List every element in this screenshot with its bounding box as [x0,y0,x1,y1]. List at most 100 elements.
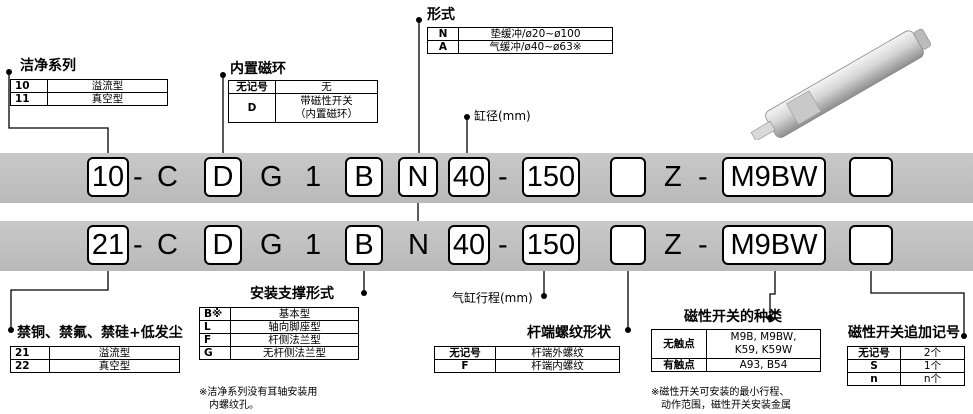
table-row: D 带磁性开关 （内置磁环） [228,93,378,123]
table-cell: 杆端内螺纹 [495,359,620,373]
leader-switch [769,264,776,318]
mounting-title: 安装支撑形式 [250,286,334,302]
dash-3: - [698,161,708,193]
table-row: 无记号 无 [228,80,378,94]
dash-2b: - [498,229,508,261]
table-cell: 溢流型 [47,79,168,93]
dash-1b: - [133,229,143,261]
magnet-desc-line1: 带磁性开关 [300,95,353,107]
table-row: S 1个 [847,359,965,373]
table-cell: 11 [10,92,48,106]
table-cell: S [847,359,901,373]
table-cell: G [199,346,231,360]
switch-desc-line1: M9B, M9BW, [730,331,797,343]
form-title: 形式 [427,7,455,23]
mounting-note-line2: 内螺纹孔。 [209,400,259,411]
dash-3b: - [698,229,708,261]
bore-label: 缸径(mm) [474,109,531,123]
z-letter: Z [664,161,682,193]
table-cell: N [427,27,459,41]
leader-copper [10,264,109,330]
dash-1: - [133,161,143,193]
switch-suffix-title: 磁性开关追加记号 [848,325,960,341]
table-row: N 垫缓冲/ø20~ø100 [427,27,613,41]
table-cell: 22 [10,359,50,373]
magnet-code-box: D [204,157,242,197]
switch-suffix-table: 无记号 2个 S 1个 n n个 [847,346,965,386]
table-cell: 无杆侧法兰型 [230,346,359,360]
table-cell: 2个 [900,346,965,360]
table-row: B※ 基本型 [199,307,359,321]
table-row: G 无杆侧法兰型 [199,346,359,360]
table-cell: 真空型 [47,92,168,106]
table-cell: 10 [10,79,48,93]
bore-code-box-2: 40 [448,225,490,265]
magnet-code-box-2: D [204,225,242,265]
table-cell: 1个 [900,359,965,373]
switch-desc-line2: K59, K59W [734,344,793,356]
table-cell: 垫缓冲/ø20~ø100 [458,27,613,41]
table-row: 有触点 A93, B54 [651,358,821,372]
switch-type-table: 无触点 M9B, M9BW, K59, K59W 有触点 A93, B54 [651,329,821,372]
magnet-title: 内置磁环 [230,61,286,77]
table-cell: 无记号 [847,346,901,360]
c-letter: C [157,161,178,193]
rod-thread-code-box [610,157,646,197]
table-cell: 无 [275,80,378,94]
table-cell: 无触点 [651,329,707,359]
table-cell: A93, B54 [706,358,821,372]
table-row: 22 真空型 [10,359,180,373]
table-row: 无记号 杆端外螺纹 [434,346,620,360]
table-row: 10 溢流型 [10,79,168,93]
table-cell: 气缓冲/ø40~ø63※ [458,40,613,54]
switch-suffix-box-2 [849,225,893,265]
rod-thread-title: 杆端螺纹形状 [527,325,611,341]
form-n-fixed: N [408,229,429,261]
table-cell: 无记号 [228,80,276,94]
one-digit-2: 1 [305,229,322,261]
form-table: N 垫缓冲/ø20~ø100 A 气缓冲/ø40~ø63※ [427,27,613,54]
table-cell: 杆端外螺纹 [495,346,620,360]
magnet-desc-line2: （内置磁环） [295,108,358,120]
copper-free-table: 21 溢流型 22 真空型 [10,346,180,373]
copper-free-title: 禁铜、禁氟、禁硅+低发尘 [17,325,183,341]
table-cell: n [847,372,901,386]
table-row: L 轴向脚座型 [199,320,359,334]
table-cell: 真空型 [49,359,180,373]
form-code-box: N [398,157,438,197]
z-letter-2: Z [664,229,682,261]
one-digit: 1 [305,161,322,193]
table-cell: 21 [10,346,50,360]
mounting-code-box-2: B [345,225,383,265]
table-row: F 杆端内螺纹 [434,359,620,373]
table-cell: L [199,320,231,334]
switch-note-line2: 动作范围，磁性开关安装金属 [661,400,791,411]
table-row: 无触点 M9B, M9BW, K59, K59W [651,329,821,359]
table-cell: F [434,359,496,373]
mounting-code-box: B [345,157,383,197]
leader-suffix [870,264,965,336]
table-cell: B※ [199,307,231,321]
switch-suffix-box [849,157,893,197]
table-cell: 无记号 [434,346,496,360]
dash-2: - [498,161,508,193]
table-row: 无记号 2个 [847,346,965,360]
switch-type-title: 磁性开关的种类 [684,309,782,325]
mounting-table: B※ 基本型 L 轴向脚座型 F 杆侧法兰型 G 无杆侧法兰型 [199,307,359,360]
table-cell: 轴向脚座型 [230,320,359,334]
series-code-box: 10 [87,157,129,197]
table-cell: 杆侧法兰型 [230,333,359,347]
g-letter-2: G [260,229,283,261]
g-letter: G [260,161,283,193]
table-row: 21 溢流型 [10,346,180,360]
table-row: F 杆侧法兰型 [199,333,359,347]
stroke-code-box: 150 [522,157,580,197]
table-cell: n个 [900,372,965,386]
table-cell: 溢流型 [49,346,180,360]
cylinder-product-image [750,28,931,140]
table-cell: F [199,333,231,347]
mounting-note-line1: ※洁净系列没有耳轴安装用 [199,387,318,398]
switch-note-line1: ※磁性开关可安装的最小行程、 [651,387,790,398]
c-letter-2: C [157,229,178,261]
bore-code-box: 40 [448,157,490,197]
